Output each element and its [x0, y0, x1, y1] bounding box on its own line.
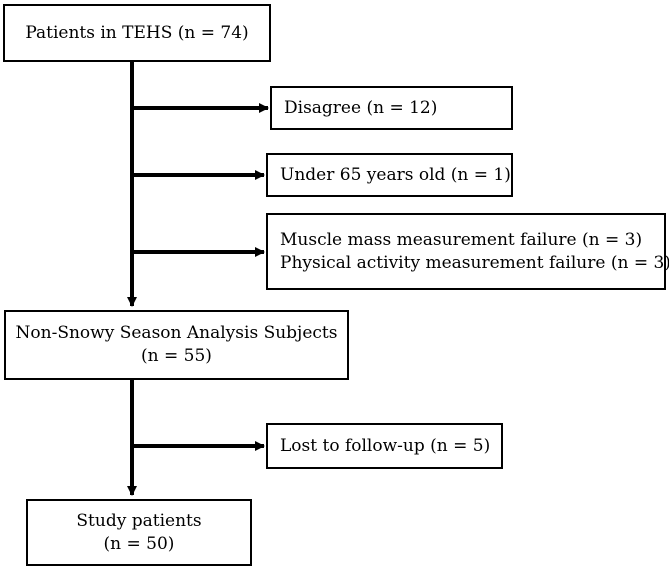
patients-tehs-label: Patients in TEHS (n = 74): [25, 22, 249, 43]
study-patients-title: Study patients: [76, 510, 202, 531]
disagree-box: Disagree (n = 12): [270, 86, 513, 130]
study-patients-count: (n = 50): [103, 533, 175, 554]
lost-follow-up-label: Lost to follow-up (n = 5): [280, 435, 491, 456]
under-65-box: Under 65 years old (n = 1): [266, 153, 513, 197]
under-65-label: Under 65 years old (n = 1): [280, 164, 511, 185]
non-snowy-count: (n = 55): [141, 346, 212, 366]
muscle-mass-failure-label: Muscle mass measurement failure (n = 3): [280, 229, 643, 250]
non-snowy-title: Non-Snowy Season Analysis Subjects: [15, 323, 338, 344]
lost-follow-up-box: Lost to follow-up (n = 5): [266, 423, 503, 469]
study-patients-box: Study patients (n = 50): [26, 499, 252, 566]
disagree-label: Disagree (n = 12): [284, 97, 438, 118]
measurement-failure-box: Muscle mass measurement failure (n = 3) …: [266, 213, 669, 290]
patients-tehs-box: Patients in TEHS (n = 74): [3, 4, 271, 62]
non-snowy-box: Non-Snowy Season Analysis Subjects (n = …: [4, 310, 349, 380]
physical-activity-failure-label: Physical activity measurement failure (n…: [280, 252, 669, 273]
